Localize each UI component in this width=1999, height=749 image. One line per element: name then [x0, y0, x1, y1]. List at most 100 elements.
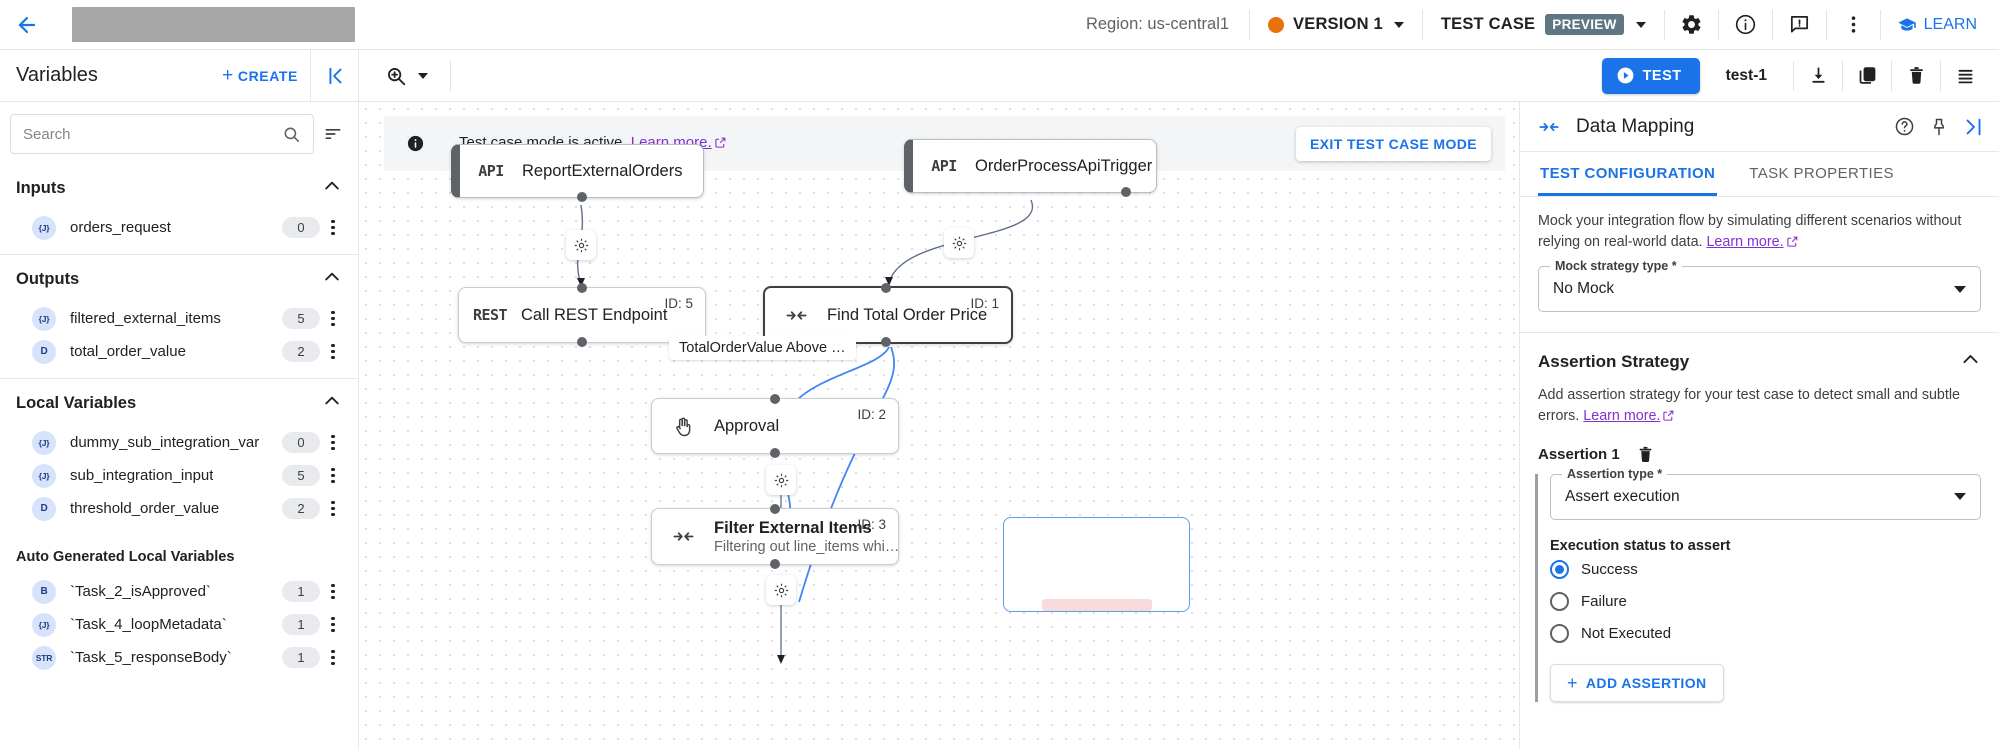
node-input-port[interactable]	[577, 283, 587, 293]
radio-label: Not Executed	[1581, 625, 1672, 643]
node-output-port[interactable]	[577, 337, 587, 347]
list-item[interactable]: D threshold_order_value 2	[0, 492, 358, 525]
search-input[interactable]	[23, 125, 282, 143]
node-output-port[interactable]	[576, 192, 587, 202]
type-badge: D	[32, 496, 56, 521]
node-report-external-orders[interactable]: API ReportExternalOrders	[451, 144, 704, 202]
more-vert-icon[interactable]	[320, 650, 346, 665]
main-layout: Inputs {J} orders_request 0 Outputs {J} …	[0, 102, 1999, 749]
assertion-strategy-header[interactable]: Assertion Strategy	[1520, 333, 1999, 375]
learn-button[interactable]: LEARN	[1883, 15, 1999, 35]
delete-icon[interactable]	[1892, 57, 1940, 95]
node-input-port[interactable]	[770, 394, 780, 404]
list-item[interactable]: STR `Task_5_responseBody` 1	[0, 641, 358, 674]
copy-icon[interactable]	[1843, 57, 1891, 95]
node-filter-external-items[interactable]: Filter External Items Filtering out line…	[651, 504, 899, 569]
more-vert-icon[interactable]	[320, 617, 346, 632]
edge-config-gear-icon[interactable]	[944, 228, 974, 258]
version-selector[interactable]: VERSION 1	[1252, 15, 1420, 34]
create-variable-button[interactable]: + CREATE	[222, 66, 298, 85]
search-icon	[284, 127, 300, 142]
feedback-icon[interactable]	[1775, 0, 1824, 50]
back-arrow-icon[interactable]	[0, 13, 54, 37]
list-item[interactable]: {J} `Task_4_loopMetadata` 1	[0, 608, 358, 641]
mock-description-text: Mock your integration flow by simulating…	[1538, 213, 1962, 250]
gear-icon[interactable]	[1667, 0, 1716, 50]
edge-config-gear-icon[interactable]	[766, 575, 796, 605]
node-output-port[interactable]	[770, 448, 780, 458]
more-vert-icon[interactable]	[320, 220, 346, 235]
trash-icon[interactable]	[1636, 445, 1655, 464]
divider	[1771, 9, 1773, 40]
spacer	[0, 525, 358, 539]
download-icon[interactable]	[1794, 57, 1842, 95]
more-vert-icon[interactable]	[320, 435, 346, 450]
section-header-inputs[interactable]: Inputs	[0, 166, 358, 211]
node-order-process-api-trigger[interactable]: API OrderProcessApiTrigger	[904, 139, 1157, 197]
more-vert-icon[interactable]	[1829, 0, 1878, 50]
integration-flow-canvas[interactable]: Test case mode is active. Learn more. EX…	[359, 102, 1519, 749]
learn-more-link[interactable]: Learn more.	[1706, 233, 1784, 250]
node-input-port[interactable]	[770, 504, 780, 514]
radio-option-not-executed[interactable]: Not Executed	[1550, 618, 1981, 650]
variable-name: `Task_4_loopMetadata`	[70, 616, 227, 633]
list-icon[interactable]	[1941, 57, 1989, 95]
node-output-port[interactable]	[881, 337, 891, 347]
learn-more-link[interactable]: Learn more.	[1583, 408, 1661, 425]
more-vert-icon[interactable]	[320, 468, 346, 483]
add-assertion-button[interactable]: + ADD ASSERTION	[1550, 663, 1724, 702]
hand-icon	[652, 415, 714, 438]
divider	[1793, 60, 1794, 91]
search-row	[0, 102, 358, 166]
collapse-panel-icon[interactable]	[310, 50, 358, 101]
tab-task-properties[interactable]: TASK PROPERTIES	[1749, 165, 1894, 182]
expand-panel-icon[interactable]	[1963, 116, 1985, 138]
exit-test-case-mode-button[interactable]: EXIT TEST CASE MODE	[1295, 126, 1491, 161]
external-link-icon	[1662, 408, 1675, 429]
search-box[interactable]	[10, 114, 314, 154]
mock-strategy-type-select[interactable]: Mock strategy type * No Mock	[1538, 259, 1981, 313]
info-icon[interactable]	[1721, 0, 1770, 50]
edge-config-gear-icon[interactable]	[566, 230, 596, 260]
more-vert-icon[interactable]	[320, 501, 346, 516]
pending-node-card[interactable]	[1003, 517, 1190, 612]
more-vert-icon[interactable]	[320, 311, 346, 326]
radio-icon[interactable]	[1550, 560, 1569, 580]
test-button[interactable]: TEST	[1601, 57, 1700, 94]
divider	[1717, 9, 1719, 40]
section-header-outputs[interactable]: Outputs	[0, 257, 358, 302]
edge-config-gear-icon[interactable]	[766, 465, 796, 495]
variable-name: threshold_order_value	[70, 500, 220, 517]
node-output-port[interactable]	[770, 559, 780, 569]
radio-option-success[interactable]: Success	[1550, 554, 1981, 586]
test-case-selector[interactable]: TEST CASE PREVIEW	[1425, 14, 1662, 35]
node-input-port[interactable]	[881, 283, 891, 293]
list-item[interactable]: {J} dummy_sub_integration_var 0	[0, 426, 358, 459]
help-icon[interactable]	[1894, 116, 1915, 137]
list-item[interactable]: {J} filtered_external_items 5	[0, 302, 358, 335]
list-item[interactable]: D total_order_value 2	[0, 335, 358, 368]
node-call-rest-endpoint[interactable]: REST Call REST Endpoint ID: 5	[458, 283, 706, 347]
list-item[interactable]: {J} orders_request 0	[0, 211, 358, 244]
radio-option-failure[interactable]: Failure	[1550, 586, 1981, 618]
secondary-toolbar: Variables + CREATE TEST test-1	[0, 50, 1999, 102]
sort-icon[interactable]	[320, 124, 346, 144]
section-header-local-variables[interactable]: Local Variables	[0, 381, 358, 426]
radio-icon[interactable]	[1550, 624, 1569, 644]
more-vert-icon[interactable]	[320, 584, 346, 599]
list-item[interactable]: {J} sub_integration_input 5	[0, 459, 358, 492]
node-output-port[interactable]	[1121, 187, 1131, 197]
pin-icon[interactable]	[1929, 117, 1949, 137]
node-find-total-order-price[interactable]: Find Total Order Price ID: 1	[763, 283, 1013, 347]
zoom-control[interactable]	[359, 60, 451, 91]
edge-condition-label[interactable]: TotalOrderValue Above …	[669, 336, 856, 360]
radio-icon[interactable]	[1550, 592, 1569, 612]
list-item[interactable]: B `Task_2_isApproved` 1	[0, 575, 358, 608]
preview-badge: PREVIEW	[1545, 14, 1624, 35]
assertion-description-text: Add assertion strategy for your test cas…	[1538, 387, 1960, 425]
assertion-type-select[interactable]: Assertion type * Assert execution	[1550, 466, 1981, 520]
more-vert-icon[interactable]	[320, 344, 346, 359]
node-approval[interactable]: Approval ID: 2	[651, 394, 899, 458]
tab-test-configuration[interactable]: TEST CONFIGURATION	[1538, 152, 1718, 196]
data-mapping-icon	[1538, 116, 1560, 138]
